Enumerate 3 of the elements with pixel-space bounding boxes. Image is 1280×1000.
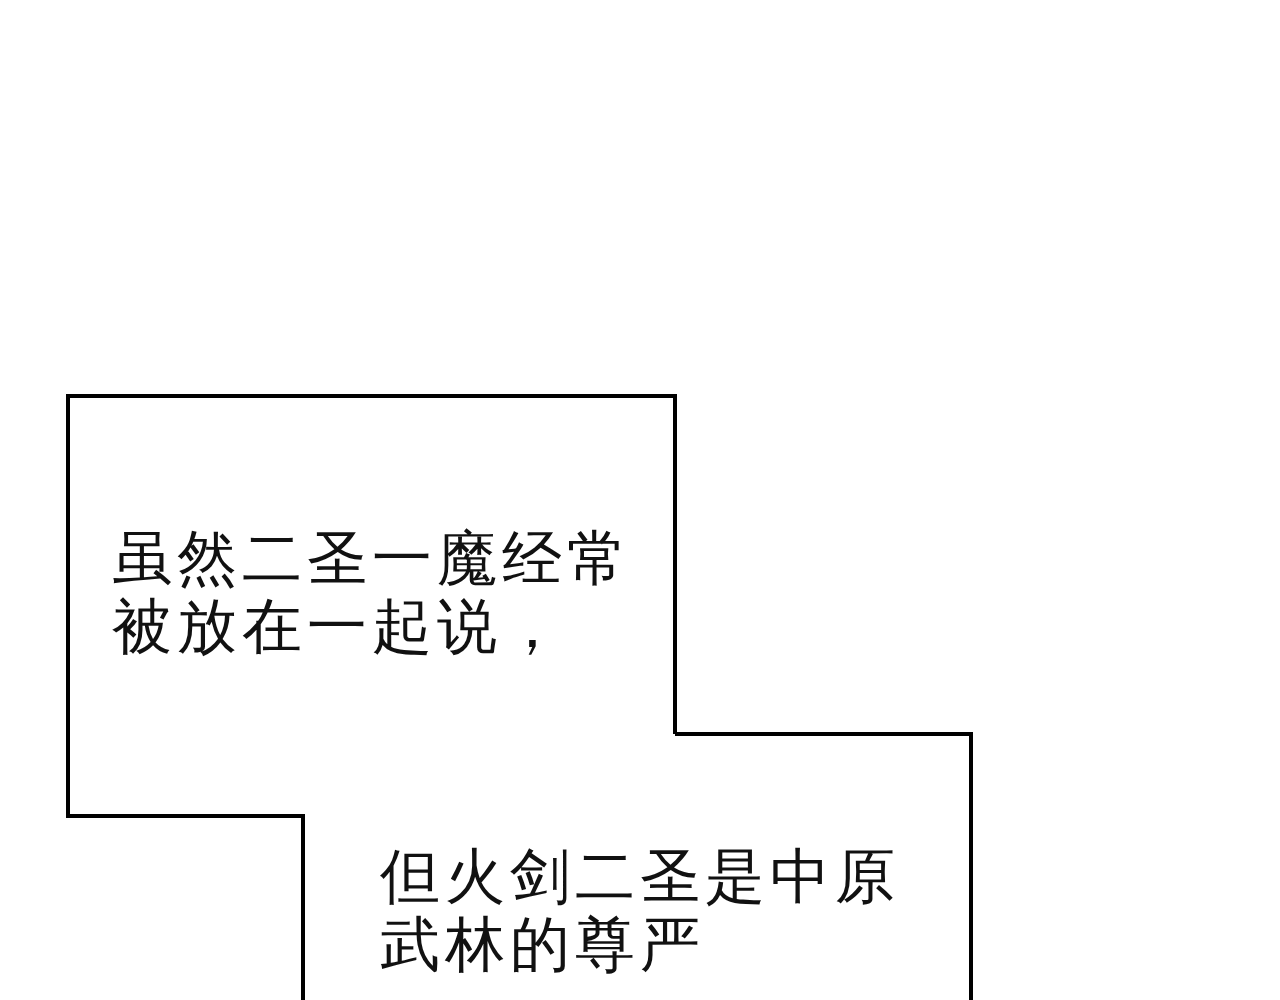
caption-text: 但火剑二圣是中原武林的尊严 (380, 842, 901, 978)
caption-text: 虽然二圣一魔经常被放在一起说， (112, 524, 633, 660)
caption-box (68, 396, 675, 734)
